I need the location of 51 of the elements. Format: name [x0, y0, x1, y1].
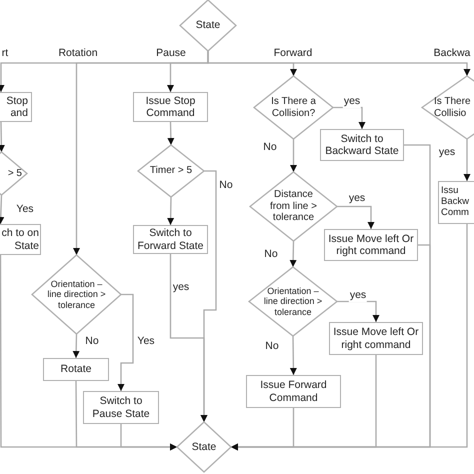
node-text: Issue Forward Command: [259, 379, 328, 404]
node-text: Issue Move left Or right command: [327, 232, 415, 258]
edge-label: yes: [438, 147, 456, 159]
node-text: Distance from line > tolerance: [269, 189, 318, 224]
node-text: > 5: [8, 168, 22, 180]
arrow: [120, 424, 177, 450]
decision-diamond: [138, 145, 204, 197]
node-text: State: [192, 440, 216, 454]
arrow: [333, 106, 366, 129]
edge-label: yes: [342, 96, 362, 108]
node-text: Switch to Backward State: [324, 132, 400, 158]
process-box: [83, 391, 159, 424]
node-text: Switch to Forward State: [136, 227, 204, 252]
decision-diamond: [254, 76, 333, 139]
node-text: State: [196, 19, 220, 32]
arrow: [337, 206, 374, 229]
node-text: ch to on State: [0, 227, 39, 252]
arrow: [290, 336, 297, 375]
node-text: Orientation – line direction > tolerance: [262, 286, 324, 318]
node-text: Switch to Pause State: [91, 395, 151, 420]
decision-diamond: [32, 255, 121, 334]
edge-label: yes: [348, 193, 366, 205]
arrow: [207, 51, 470, 76]
process-box: [246, 375, 341, 408]
arrow: [167, 196, 174, 226]
node-text: Issu Backw Comm: [441, 186, 470, 219]
arrow: [290, 240, 297, 268]
arrow: [170, 254, 208, 422]
process-box: [43, 358, 109, 381]
arrow: [0, 194, 4, 224]
node-text: Rotate: [60, 363, 92, 376]
arrow: [231, 224, 468, 450]
edge-label: yes: [348, 290, 368, 302]
process-box: [133, 92, 208, 122]
node-text: Timer > 5: [150, 165, 192, 177]
node-text: Orientation – line direction > tolerance: [46, 278, 107, 310]
arrow: [72, 334, 80, 358]
arrow: [464, 139, 470, 181]
node-text: Issue Stop Command: [144, 94, 196, 120]
arrow: [167, 122, 174, 146]
node-text: Stop and: [5, 94, 28, 120]
decision-diamond: [177, 422, 231, 472]
node-text: Is There a Collision?: [270, 96, 317, 119]
arrow: [0, 122, 5, 152]
arrow: [337, 300, 380, 322]
arrow: [290, 139, 297, 172]
process-box: [438, 181, 474, 224]
node-text: Is There Collisio: [434, 96, 472, 119]
edge-label: yes: [172, 282, 190, 294]
node-text: Issue Move left Or right command: [332, 326, 420, 351]
arrow: [118, 294, 134, 391]
